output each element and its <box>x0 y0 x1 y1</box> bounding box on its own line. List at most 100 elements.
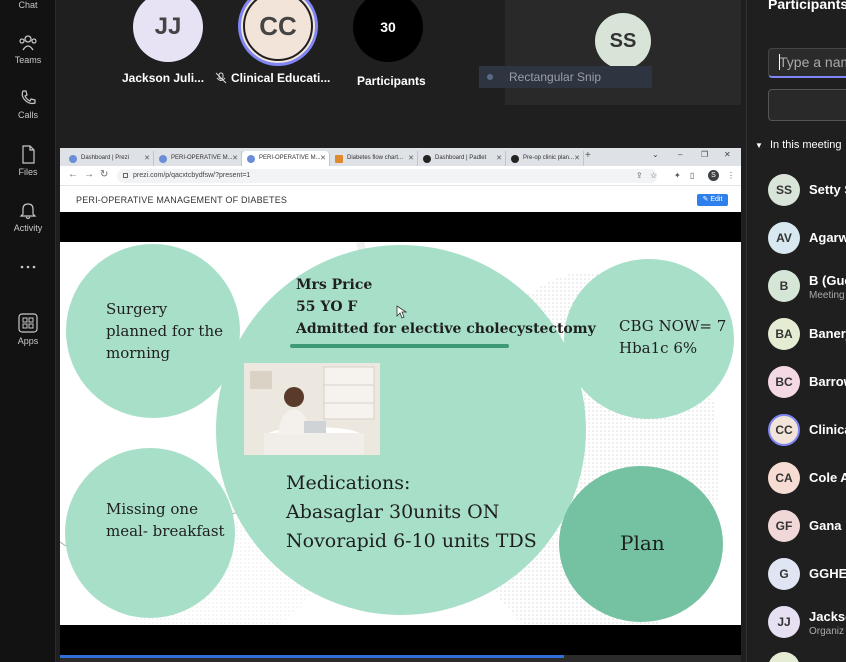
rail-item-apps[interactable]: Apps <box>0 313 56 346</box>
url-text: prezi.com/p/qacxtcbydfsw/?present=1 <box>133 172 251 179</box>
surgery-line-3: morning <box>106 344 171 362</box>
rail-item-teams[interactable]: Teams <box>0 34 56 65</box>
tab-close-icon[interactable]: ✕ <box>320 155 326 162</box>
browser-tab-diabetes-flow[interactable]: Diabetes flow chart... ✕ <box>330 151 418 166</box>
rail-item-activity[interactable]: Activity <box>0 201 56 233</box>
window-close-icon[interactable]: ✕ <box>724 150 731 159</box>
presentation-title: PERI-OPERATIVE MANAGEMENT OF DIABETES <box>76 195 288 205</box>
patient-summary: Mrs Price 55 YO F Admitted for elective … <box>296 274 596 340</box>
tab-close-icon[interactable]: ✕ <box>574 155 580 162</box>
prezi-slide[interactable]: Mrs Price 55 YO F Admitted for elective … <box>60 242 741 625</box>
participant-row[interactable]: JJJacksoOrganiz <box>768 604 846 640</box>
shared-browser-window: Dashboard | Prezi ✕ PERI-OPERATIVE M... … <box>60 148 741 662</box>
title-underline <box>290 344 509 348</box>
share-invite-button[interactable] <box>768 89 846 121</box>
patient-admission: Admitted for elective cholecystectomy <box>296 321 596 337</box>
tab-close-icon[interactable]: ✕ <box>232 155 238 162</box>
plan-label[interactable]: Plan <box>620 531 665 555</box>
avatar-cc[interactable]: CC <box>238 0 318 66</box>
restore-icon[interactable]: ❐ <box>701 150 709 159</box>
participant-avatar: G <box>768 558 800 590</box>
rail-label-calls: Calls <box>17 110 38 120</box>
back-icon[interactable]: ← <box>68 169 78 180</box>
rail-label-chat: Chat <box>18 0 38 10</box>
tab-close-icon[interactable]: ✕ <box>408 155 414 162</box>
edit-button[interactable]: ✎ Edit <box>697 194 728 206</box>
tab-label: PERI-OPERATIVE M... <box>171 155 233 161</box>
browser-tab-padlet[interactable]: Dashboard | Padlet ✕ <box>418 151 506 166</box>
participant-name: Setty S <box>809 182 846 197</box>
rail-label-files: Files <box>18 167 38 177</box>
padlet-favicon <box>423 155 431 163</box>
cbg-line-1: CBG NOW= 7 <box>619 317 727 335</box>
participants-panel: Participants Type a name ▼ In this meeti… <box>746 0 846 662</box>
tab-search-icon[interactable]: ⌄ <box>652 150 659 159</box>
forward-icon[interactable]: → <box>84 169 94 180</box>
phone-icon <box>21 90 36 105</box>
woman-at-laptop-image <box>244 363 380 455</box>
self-video-tile[interactable]: SS <box>505 0 741 105</box>
bookmark-star-icon[interactable]: ☆ <box>650 171 658 180</box>
sidepanel-icon[interactable]: ▯ <box>690 171 695 180</box>
participants-count-bubble[interactable]: 30 <box>353 0 423 62</box>
plan-circle[interactable] <box>559 466 723 622</box>
participant-row[interactable]: AVAgarwa <box>768 220 846 256</box>
rail-item-more[interactable] <box>0 264 56 273</box>
participant-row[interactable]: Jamin <box>768 650 846 662</box>
meal-line-1: Missing one <box>106 500 198 518</box>
cbg-circle <box>564 259 734 419</box>
browser-tab-preop-clinic[interactable]: Pre-op clinic plan... ✕ <box>506 151 584 166</box>
participant-row[interactable]: BB (GueMeeting <box>768 268 846 304</box>
tab-label: Pre-op clinic plan... <box>523 155 575 161</box>
presentation-progress-fill <box>60 655 564 658</box>
prezi-presentation-bar: PERI-OPERATIVE MANAGEMENT OF DIABETES ✎ … <box>60 186 741 212</box>
presentation-progress-bar[interactable] <box>60 655 741 662</box>
surgery-line-1: Surgery <box>106 300 168 318</box>
mouse-cursor-icon <box>396 305 408 319</box>
participant-avatar: JJ <box>768 606 800 638</box>
browser-tab-prezi-dashboard[interactable]: Dashboard | Prezi ✕ <box>64 151 154 166</box>
participant-role: Organiz <box>809 626 845 637</box>
participant-row[interactable]: G GGHEC <box>768 556 846 592</box>
lock-icon <box>123 173 128 178</box>
rail-item-files[interactable]: Files <box>0 145 56 177</box>
avatar-jj[interactable]: JJ <box>133 0 203 62</box>
in-meeting-section-header[interactable]: ▼ In this meeting <box>755 139 842 151</box>
prezi-favicon <box>247 155 255 163</box>
share-icon[interactable]: ⇪ <box>636 171 643 180</box>
participant-row[interactable]: BABanerje <box>768 316 846 352</box>
participant-name: GGHEC <box>809 566 846 581</box>
new-tab-button[interactable]: + <box>585 150 591 161</box>
patient-photo <box>244 363 380 455</box>
browser-profile-avatar[interactable]: S <box>708 170 719 181</box>
rail-item-calls[interactable]: Calls <box>0 89 56 120</box>
url-field[interactable]: prezi.com/p/qacxtcbydfsw/?present=1 <box>117 169 657 183</box>
surgery-line-2: planned for the <box>106 322 223 340</box>
browser-tab-periop-active[interactable]: PERI-OPERATIVE M... ✕ <box>242 151 330 166</box>
snip-dot <box>487 74 493 80</box>
participants-count: 30 <box>380 19 396 35</box>
minimize-icon[interactable]: – <box>678 150 683 159</box>
text-cursor <box>779 54 780 70</box>
apps-icon <box>18 313 38 333</box>
participant-search-input[interactable]: Type a name <box>768 48 846 78</box>
patient-age: 55 YO F <box>296 299 358 315</box>
browser-menu-icon[interactable]: ⋮ <box>727 171 735 180</box>
slide-letterbox-top <box>60 212 741 242</box>
tab-close-icon[interactable]: ✕ <box>496 155 502 162</box>
browser-address-bar: ← → ↻ prezi.com/p/qacxtcbydfsw/?present=… <box>60 166 741 186</box>
medication-novorapid: Novorapid 6-10 units TDS <box>286 530 537 552</box>
participant-row[interactable]: BCBarrow <box>768 364 846 400</box>
reload-icon[interactable]: ↻ <box>100 169 109 180</box>
surgery-text: Surgery planned for the morning <box>106 298 223 364</box>
participant-name: Barrow <box>809 374 846 389</box>
extensions-icon[interactable]: ✦ <box>674 171 681 180</box>
browser-tab-periop-1[interactable]: PERI-OPERATIVE M... ✕ <box>154 151 242 166</box>
rail-item-chat[interactable]: Chat <box>0 0 56 10</box>
rail-label-apps: Apps <box>17 336 39 346</box>
tab-close-icon[interactable]: ✕ <box>144 155 150 162</box>
